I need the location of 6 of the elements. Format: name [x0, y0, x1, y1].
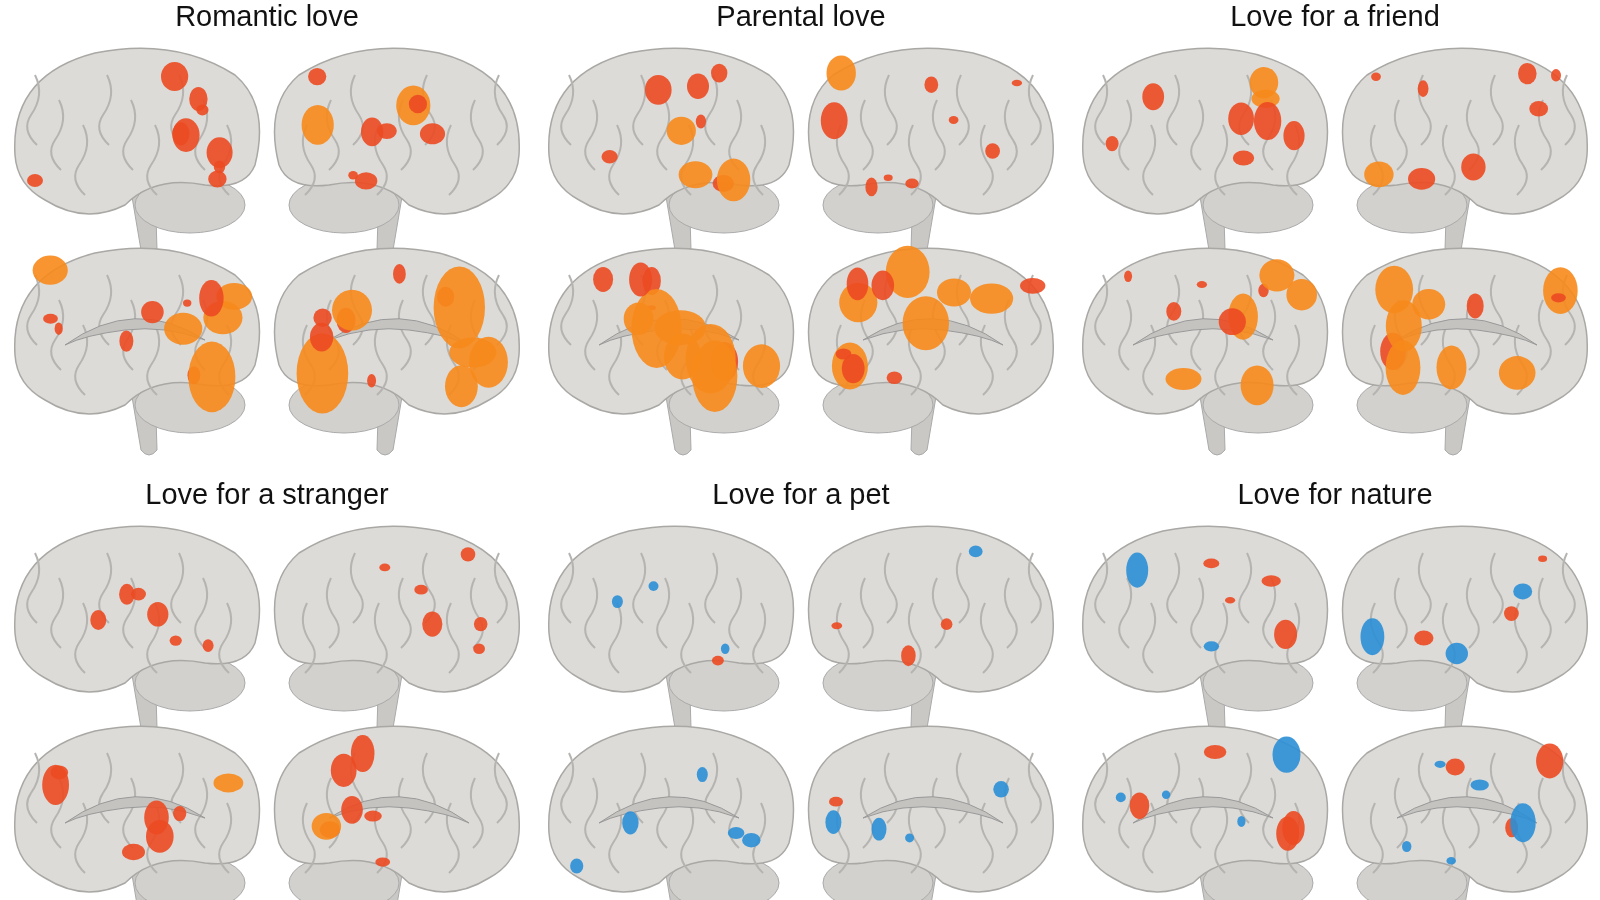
panel-title: Love for a stranger — [145, 478, 389, 511]
panel-title: Love for a pet — [712, 478, 890, 511]
panel-title: Love for a friend — [1230, 0, 1440, 33]
panel-title: Parental love — [716, 0, 886, 33]
panel-title: Romantic love — [175, 0, 359, 33]
panel-title: Love for nature — [1237, 478, 1433, 511]
